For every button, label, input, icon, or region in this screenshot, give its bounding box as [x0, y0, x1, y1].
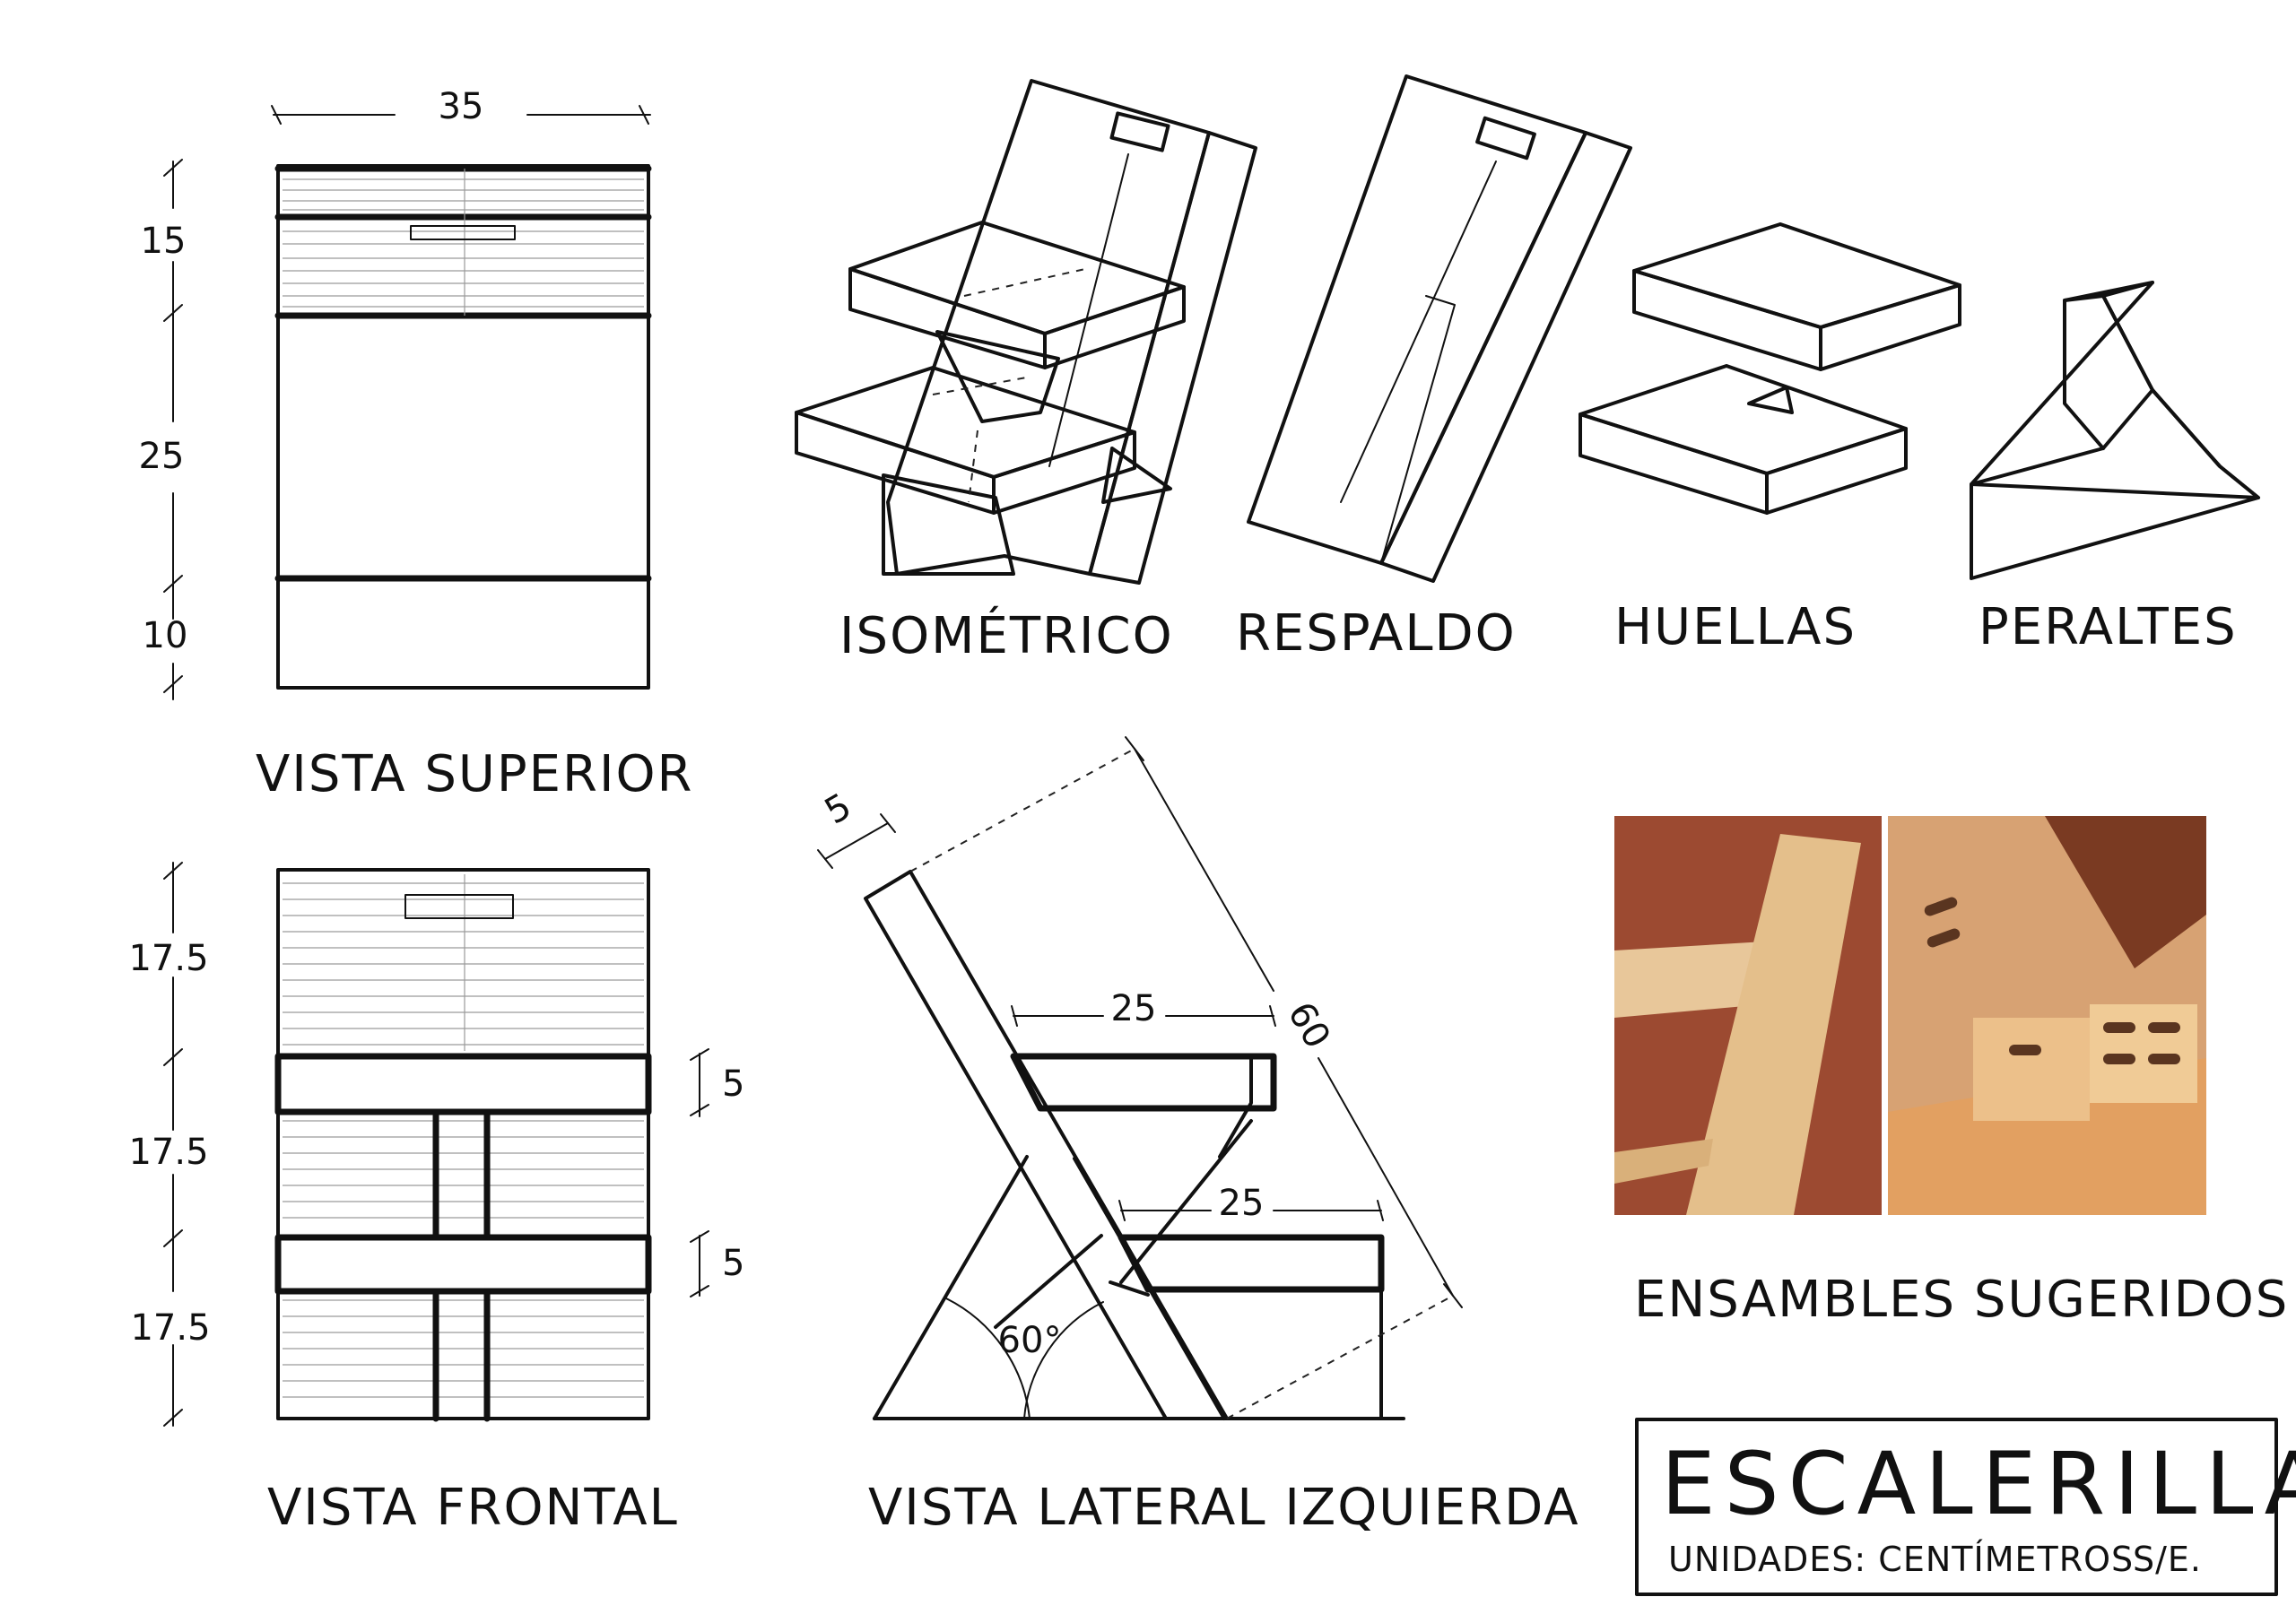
side-view-caption: VISTA LATERAL IZQUIERDA: [868, 1479, 1580, 1537]
risers-piece-top: [1970, 294, 2260, 499]
side-view-dim-length-ticks: [1125, 736, 1463, 1308]
risers-piece-edges: [2063, 281, 2154, 450]
side-view-lower-tread: [1118, 1234, 1385, 1293]
backrest-piece-side: [1379, 131, 1632, 583]
side-view-dim-upper-ticks: [1011, 1005, 1276, 1027]
top-view: 35 15 25 10 VISTA SUPERIOR: [139, 86, 693, 803]
isometric-lower-tread-top: [795, 366, 1136, 479]
front-view-dim-t2: 5: [722, 1243, 744, 1284]
joint-photo-right-block-a: [1973, 1018, 2090, 1121]
side-view-dim-thickness-line: [824, 822, 889, 860]
side-view-dim-length: 60: [1280, 995, 1338, 1055]
front-view-caption: VISTA FRONTAL: [267, 1479, 679, 1537]
isometric-riser-upper: [935, 330, 1060, 423]
front-view-dim-h1: 17.5: [128, 938, 208, 979]
treads-piece-lower-side: [1765, 427, 1908, 515]
treads-piece-caption: HUELLAS: [1614, 598, 1857, 656]
backrest-piece-center-line: [1340, 161, 1497, 503]
front-view-dim-h3: 17.5: [130, 1307, 210, 1349]
front-view-dim-h2: 17.5: [128, 1132, 208, 1173]
isometric-riser-lower: [882, 473, 1015, 576]
isometric-handle-slot: [1109, 111, 1170, 152]
treads-piece-lower-front: [1578, 412, 1769, 515]
treads-piece-lower-top: [1578, 364, 1908, 475]
isometric-lower-tread-side: [992, 430, 1136, 515]
isometric-upper-tread-top: [848, 221, 1186, 335]
backrest-piece: RESPALDO: [1236, 74, 1632, 663]
joint-photo-right-block-b: [2090, 1004, 2197, 1103]
top-view-dim-d1: 15: [141, 221, 187, 262]
side-view: 5 60 25 25 60° VISTA LATERAL IZQUIERDA: [817, 736, 1580, 1537]
treads-piece-upper-front: [1632, 269, 1822, 371]
side-view-dim-thickness-ticks: [817, 813, 896, 869]
title-block-units: UNIDADES: CENTÍMETROS: [1668, 1540, 2134, 1579]
isometric-view: ISOMÉTRICO: [795, 79, 1257, 665]
treads-piece-upper-top: [1632, 222, 1961, 329]
backrest-piece-handle-slot: [1475, 116, 1536, 161]
backrest-piece-caption: RESPALDO: [1236, 604, 1517, 663]
isometric-backrest-side: [1088, 131, 1257, 585]
front-view-handle-slot: [404, 894, 514, 919]
side-view-upper-tread: [1010, 1053, 1277, 1112]
side-view-dim-length-ext-bottom: [1226, 1295, 1454, 1419]
risers-piece-face: [1970, 281, 2260, 580]
isometric-caption: ISOMÉTRICO: [839, 607, 1174, 665]
joint-photo-left-board-a: [1614, 942, 1765, 1018]
side-view-dim-length-line-b: [1318, 1057, 1454, 1297]
front-view-outline: [276, 868, 650, 1420]
isometric-upper-tread-side: [1043, 285, 1186, 369]
treads-piece-notch: [1747, 386, 1794, 414]
title-block: ESCALERILLA UNIDADES: CENTÍMETROS S/E.: [1635, 1418, 2296, 1596]
side-view-dim-thickness: 5: [818, 785, 858, 833]
top-view-handle-slot: [410, 225, 516, 240]
side-view-dim-length-line-a: [1134, 748, 1274, 992]
front-view-dim-t-ticks: [690, 1048, 709, 1298]
side-view-angle-arc-right: [1023, 1301, 1104, 1419]
side-view-dim-lower-step: 25: [1219, 1183, 1265, 1224]
treads-piece: HUELLAS: [1578, 222, 1961, 656]
top-view-dim-width: 35: [439, 86, 484, 127]
joint-photo-left-board-c: [1614, 1139, 1713, 1184]
top-view-dim-d2: 25: [139, 436, 185, 477]
isometric-backrest-joint: [1048, 153, 1129, 467]
title-block-scale: S/E.: [2133, 1540, 2202, 1579]
top-view-caption: VISTA SUPERIOR: [256, 745, 693, 803]
risers-piece: PERALTES: [1970, 281, 2260, 656]
joint-photo-left-board-b: [1686, 834, 1861, 1215]
isometric-lower-tread-front: [795, 411, 996, 515]
risers-piece-caption: PERALTES: [1979, 598, 2238, 656]
isometric-hidden-lines: [932, 268, 1086, 503]
front-view-dim-ticks: [163, 862, 183, 1427]
joint-photo-right-mortises: [1924, 897, 2180, 1064]
title-block-frame: [1635, 1418, 2278, 1596]
front-view-dim-t1: 5: [722, 1063, 744, 1105]
front-view-upper-tread: [274, 1053, 652, 1115]
front-view-grain: [283, 874, 644, 1398]
side-view-dim-lower-ticks: [1118, 1200, 1384, 1221]
side-view-riser-back: [994, 1234, 1150, 1329]
joints-photos: ENSAMBLES SUGERIDOS: [1614, 816, 2289, 1329]
joint-photo-right-beam: [2045, 816, 2206, 968]
front-view: 17.5 17.5 17.5 5 5 VISTA FRONTAL: [128, 862, 744, 1537]
top-view-grain: [283, 169, 644, 316]
side-view-dim-upper-step: 25: [1111, 988, 1157, 1029]
side-view-dim-length-ext-top: [909, 748, 1135, 872]
treads-piece-upper-side: [1819, 283, 1961, 371]
side-view-riser-upper: [1119, 1055, 1253, 1284]
side-view-angle: 60°: [998, 1320, 1062, 1361]
backrest-piece-slot: [1380, 295, 1456, 564]
joints-caption: ENSAMBLES SUGERIDOS: [1634, 1271, 2289, 1329]
top-view-dim-width-ticks: [271, 105, 649, 125]
top-view-dim-vertical-ticks: [163, 159, 183, 693]
top-view-dim-d3: 10: [143, 615, 188, 656]
front-view-lower-tread: [274, 1234, 652, 1295]
title-block-title: ESCALERILLA: [1661, 1434, 2296, 1534]
